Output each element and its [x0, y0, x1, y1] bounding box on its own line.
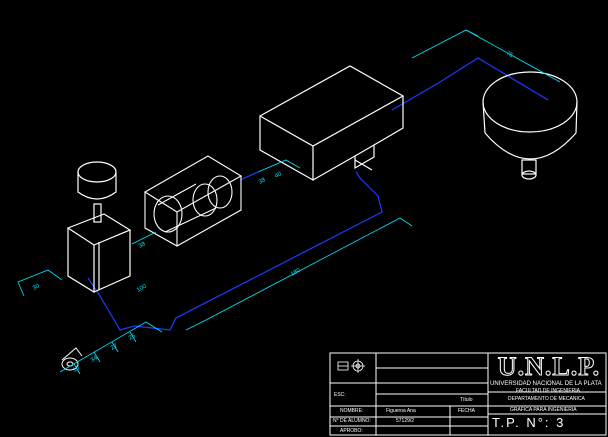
- name-value: Figueroa Ana: [386, 408, 416, 414]
- flow-line: [87, 57, 549, 331]
- motor-cylinder: [482, 71, 578, 180]
- scale-label: ESC:: [334, 392, 346, 398]
- dim-180: 180: [290, 267, 302, 278]
- dimension-lines: [17, 29, 561, 375]
- dim-25: 25: [128, 333, 137, 342]
- practical-work-number: T.P. N°: 3: [492, 415, 566, 430]
- student-no-label: N° DE ALUMNO:: [333, 418, 371, 424]
- gear-housing: [143, 155, 243, 247]
- unlp-logo: U.N.L.P.: [497, 352, 601, 381]
- dim-38-b: 38: [138, 241, 147, 250]
- dim-100: 100: [136, 283, 148, 294]
- pump-block: [66, 161, 132, 294]
- name-label: NOMBRE:: [340, 408, 364, 414]
- university-name: UNIVERSIDAD NACIONAL DE LA PLATA: [490, 381, 602, 387]
- gearbox-block: [258, 65, 405, 182]
- dim-27: 27: [110, 343, 119, 352]
- date-label: FECHA: [458, 408, 475, 414]
- student-no-value: 57129/2: [396, 418, 415, 424]
- faculty-name: FACULTAD DE INGENIERIA: [516, 388, 580, 394]
- course-name: GRAFICA PARA INGENIERIA: [510, 407, 577, 413]
- department-name: DEPARTAMENTO DE MECANICA: [508, 396, 585, 402]
- projection-symbol-icon: [337, 359, 365, 373]
- coupling-part: [61, 347, 83, 371]
- approved-label: APROBO:: [340, 428, 363, 434]
- dim-38-a: 38: [258, 177, 267, 186]
- dim-75: 75: [505, 51, 514, 60]
- dim-10: 10: [72, 365, 81, 374]
- title-block-frame: [329, 352, 607, 436]
- dim-34: 34: [90, 355, 99, 364]
- dim-40: 40: [274, 171, 283, 180]
- title-label: Título: [460, 397, 473, 403]
- dim-30: 30: [32, 283, 41, 292]
